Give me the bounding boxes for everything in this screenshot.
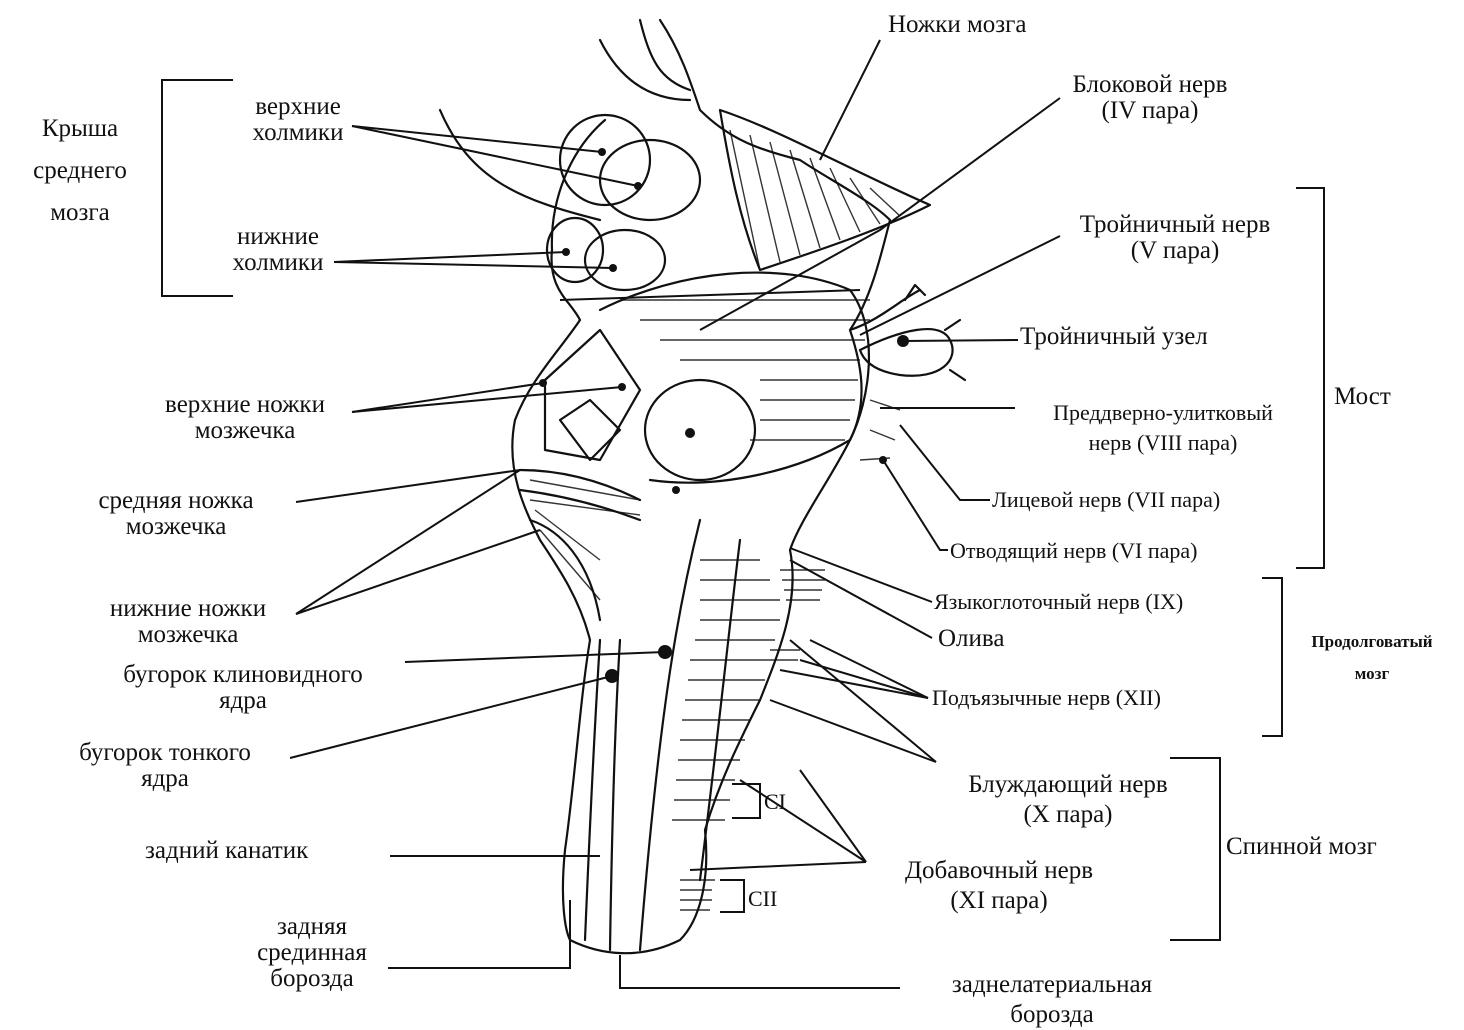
inferior-colliculus-b [585,230,665,290]
label-bluzhdayushchiy-line1: Блуждающий нерв [920,770,1216,800]
label-blokovoy: Блоковой нерв (IV пара) [1030,72,1270,124]
label-nizhnie-kholmiki-line2: холмики [208,250,348,276]
label-krysha-line1: Крыша [10,108,150,150]
label-nizhnie-nozhki: нижние ножки мозжечка [80,596,296,648]
label-nozhki-mozga: Ножки мозга [888,12,1027,38]
label-troynichny-line1: Тройничный нерв [1040,212,1310,238]
label-sredinnaya-line2: срединная [232,940,392,966]
label-prodolgovaty: Продолговатый мозг [1284,626,1460,690]
label-klinovidnoe-line1: бугорок клиновидного [80,662,406,688]
label-dobavochny: Добавочный нерв (XI пара) [866,856,1132,916]
label-preddverno-line1: Преддверно-улитковый [1012,398,1314,428]
label-c1: CI [764,789,786,815]
label-blokovoy-line2: (IV пара) [1030,98,1270,124]
label-troynichny-line2: (V пара) [1040,238,1310,264]
label-krysha-line3: мозга [10,192,150,234]
label-nizhnie-kholmiki-line1: нижние [208,224,348,250]
label-yazykoglotochny: Языкоглоточный нерв (IX) [934,589,1183,615]
label-tonkoe-line2: ядра [40,766,290,792]
label-tonkoe: бугорок тонкого ядра [40,740,290,792]
label-preddverno: Преддверно-улитковый нерв (VIII пара) [1012,398,1314,458]
label-srednyaya-nozhka-line2: мозжечка [58,514,294,540]
pons [600,273,869,483]
label-most: Мост [1334,384,1391,410]
label-verkhnie-nozhki-line2: мозжечка [130,418,360,444]
label-bluzhdayushchiy: Блуждающий нерв (X пара) [920,770,1216,830]
label-litsevoy: Лицевой нерв (VII пара) [992,487,1220,513]
label-podyazychnye: Подъязычные нерв (XII) [932,685,1161,711]
label-nizhnie-nozhki-line1: нижние ножки [80,596,296,622]
label-srednyaya-nozhka: средняя ножка мозжечка [58,488,294,540]
label-sredinnaya: задняя срединная борозда [232,914,392,992]
label-klinovidnoe: бугорок клиновидного ядра [80,662,406,714]
label-verkhnie-kholmiki-line1: верхние [228,94,368,120]
label-klinovidnoe-line2: ядра [80,688,406,714]
label-troynichny: Тройничный нерв (V пара) [1040,212,1310,264]
label-zadnelateralnaya-line1: заднелатериальная [912,970,1192,1000]
label-verkhnie-nozhki: верхние ножки мозжечка [130,392,360,444]
label-blokovoy-line1: Блоковой нерв [1030,72,1270,98]
label-bluzhdayushchiy-line2: (X пара) [920,800,1216,830]
label-zadnelateralnaya-line2: борозда [912,1000,1192,1030]
label-prodolgovaty-line2: мозг [1284,658,1460,690]
label-c2: CII [748,886,777,912]
label-sredinnaya-line3: борозда [232,966,392,992]
label-verkhnie-kholmiki-line2: холмики [228,120,368,146]
label-verkhnie-nozhki-line1: верхние ножки [130,392,360,418]
label-preddverno-line2: нерв (VIII пара) [1012,428,1314,458]
label-prodolgovaty-line1: Продолговатый [1284,626,1460,658]
label-krysha-line2: среднего [10,150,150,192]
label-oliva: Олива [938,626,1004,652]
label-tonkoe-line1: бугорок тонкого [40,740,290,766]
label-zadnelateralnaya: заднелатериальная борозда [912,970,1192,1030]
inferior-colliculus-a [547,218,603,282]
label-spinnoy: Спинной мозг [1226,834,1377,860]
label-troynichny-uzel: Тройничный узел [1020,324,1208,350]
label-nizhnie-kholmiki: нижние холмики [208,224,348,276]
label-sredinnaya-line1: задняя [232,914,392,940]
label-otvodyashchiy: Отводящий нерв (VI пара) [950,538,1198,564]
middle-peduncle-section [645,380,755,480]
label-dobavochny-line2: (XI пара) [866,886,1132,916]
cerebral-peduncle [720,110,930,270]
posterior-median-sulcus-line [585,640,600,940]
label-srednyaya-nozhka-line1: средняя ножка [58,488,294,514]
label-krysha: Крыша среднего мозга [10,108,150,234]
label-verkhnie-kholmiki: верхние холмики [228,94,368,146]
label-nizhnie-nozhki-line2: мозжечка [80,622,296,648]
label-dobavochny-line1: Добавочный нерв [866,856,1132,886]
label-kanatik: задний канатик [145,838,308,864]
